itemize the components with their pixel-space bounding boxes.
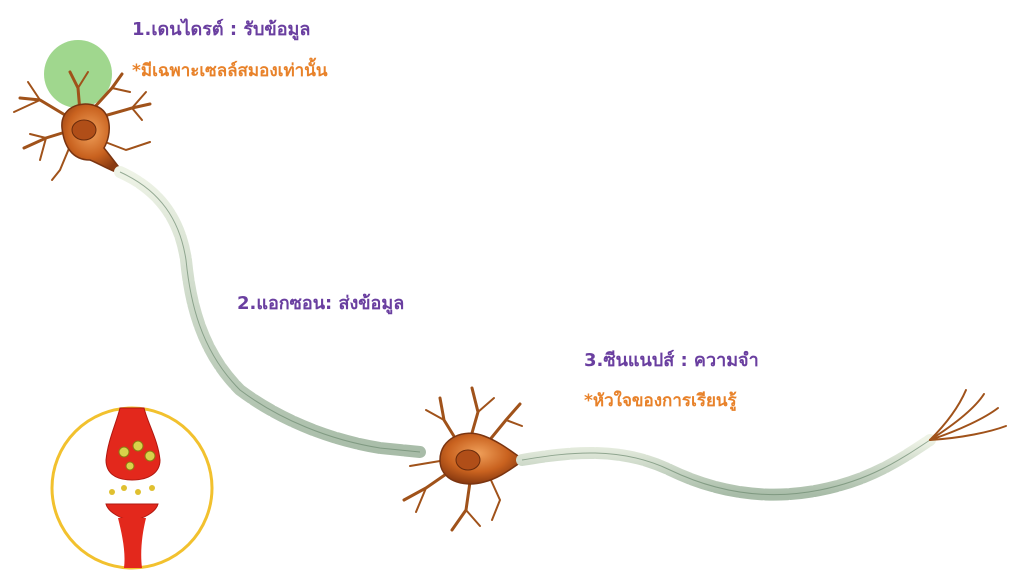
top-soma (62, 104, 124, 174)
axon-title: 2.แอกซอน: ส่งข้อมูล (237, 293, 404, 315)
synapse-note: *หัวใจของการเรียนรู้ (584, 390, 738, 412)
second-axon (522, 440, 930, 495)
axon-terminals (930, 390, 1006, 440)
middle-nucleus (456, 450, 480, 470)
dendrite-note: *มีเฉพาะเซลล์สมองเท่านั้น (132, 57, 328, 81)
top-nucleus (72, 120, 96, 140)
middle-soma (440, 433, 524, 484)
dendrite-title: 1.เดนไดรต์ : รับข้อมูล (132, 18, 310, 41)
synapse-title: 3.ซีนแนปส์ : ความจำ (584, 349, 759, 371)
